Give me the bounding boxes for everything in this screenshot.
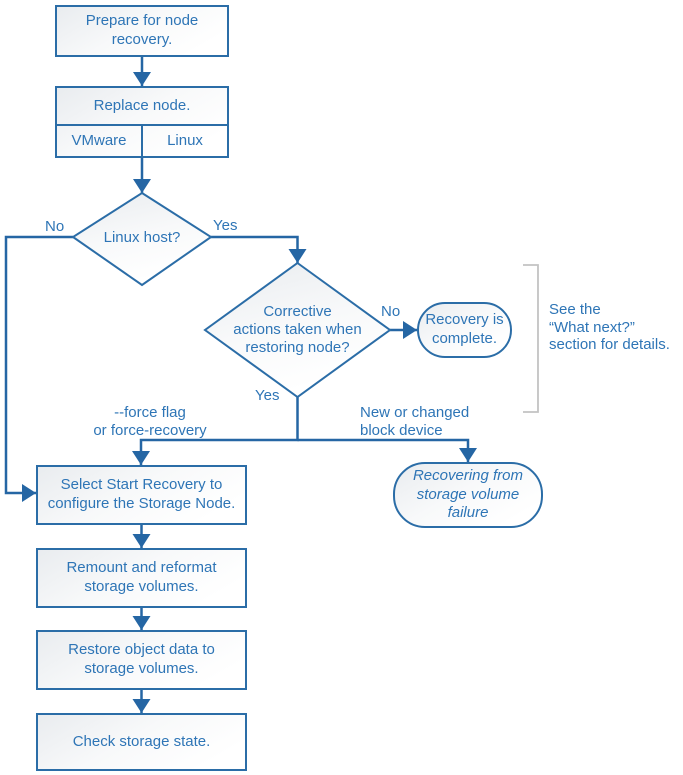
recovering-line2: storage volume bbox=[416, 485, 520, 503]
note-what-next: See the “What next?” section for details… bbox=[549, 301, 670, 354]
node-remount-line2: storage volumes. bbox=[84, 578, 199, 595]
node-prepare-line2: recovery. bbox=[111, 31, 173, 48]
node-check-label: Check storage state. bbox=[72, 732, 211, 750]
recovering-line1: Recovering from bbox=[412, 466, 524, 484]
node-select-line2: configure the Storage Node. bbox=[47, 495, 236, 512]
branch-label-no-linux-host: No bbox=[45, 218, 65, 235]
node-check-storage-state: Check storage state. bbox=[36, 713, 247, 771]
node-remount-reformat: Remount and reformat storage volumes. bbox=[36, 548, 247, 608]
connector-no-path-to-select bbox=[4, 235, 73, 502]
block-device-line1: New or changed bbox=[360, 404, 470, 421]
corrective-line1: Corrective bbox=[263, 303, 332, 320]
node-recovery-complete: Recovery is complete. bbox=[417, 302, 512, 358]
note-bracket bbox=[523, 264, 539, 413]
node-select-start-recovery: Select Start Recovery to configure the S… bbox=[36, 465, 247, 525]
decision-corrective-actions-shape bbox=[203, 261, 392, 399]
node-restore-object-data: Restore object data to storage volumes. bbox=[36, 630, 247, 690]
node-prepare-for-recovery: Prepare for node recovery. bbox=[55, 5, 229, 57]
node-select-line1: Select Start Recovery to bbox=[60, 476, 223, 494]
note-line1: See the bbox=[549, 301, 601, 318]
decision-linux-host-label: Linux host? bbox=[77, 229, 207, 247]
connector-yes-to-select bbox=[132, 397, 299, 465]
decision-linux-host-shape bbox=[71, 191, 213, 287]
note-line3: section for details. bbox=[549, 336, 670, 354]
branch-label-yes-linux-host: Yes bbox=[213, 217, 238, 234]
connector-yes-path-to-corrective bbox=[211, 235, 307, 263]
node-restore-line1: Restore object data to bbox=[68, 641, 215, 659]
recovery-complete-line1: Recovery is bbox=[425, 311, 504, 329]
branch-label-yes-corrective: Yes bbox=[255, 387, 280, 404]
branch-label-force-flag: --force flag or force-recovery bbox=[75, 404, 225, 439]
force-flag-line2: or force-recovery bbox=[93, 421, 207, 439]
node-replace-label: Replace node. bbox=[57, 88, 227, 126]
connector-blockdevice-to-recovering bbox=[297, 438, 477, 462]
branch-label-no-corrective: No bbox=[381, 303, 401, 320]
recovering-line3: failure bbox=[447, 504, 489, 522]
decision-corrective-actions-label: Corrective actions taken when restoring … bbox=[212, 303, 383, 357]
replace-option-linux: Linux bbox=[141, 126, 227, 156]
linux-host-text: Linux host? bbox=[103, 229, 181, 246]
note-line2: “What next?” bbox=[549, 318, 635, 336]
branch-label-block-device: New or changed block device bbox=[360, 404, 469, 439]
block-device-line2: block device bbox=[360, 421, 443, 439]
node-remount-line1: Remount and reformat bbox=[66, 559, 217, 577]
replace-option-vmware: VMware bbox=[71, 131, 127, 149]
node-recovering-from-storage-volume-failure: Recovering from storage volume failure bbox=[393, 462, 543, 528]
node-replace-node: Replace node. VMware Linux bbox=[55, 86, 229, 158]
corrective-line2: actions taken when bbox=[233, 321, 362, 338]
node-prepare-line1: Prepare for node bbox=[85, 12, 199, 30]
node-restore-line2: storage volumes. bbox=[84, 660, 199, 677]
force-flag-line1: --force flag bbox=[114, 404, 186, 421]
corrective-line3: restoring node? bbox=[245, 339, 350, 356]
recovery-complete-line2: complete. bbox=[431, 330, 498, 347]
replace-options-row: VMware Linux bbox=[57, 126, 227, 156]
